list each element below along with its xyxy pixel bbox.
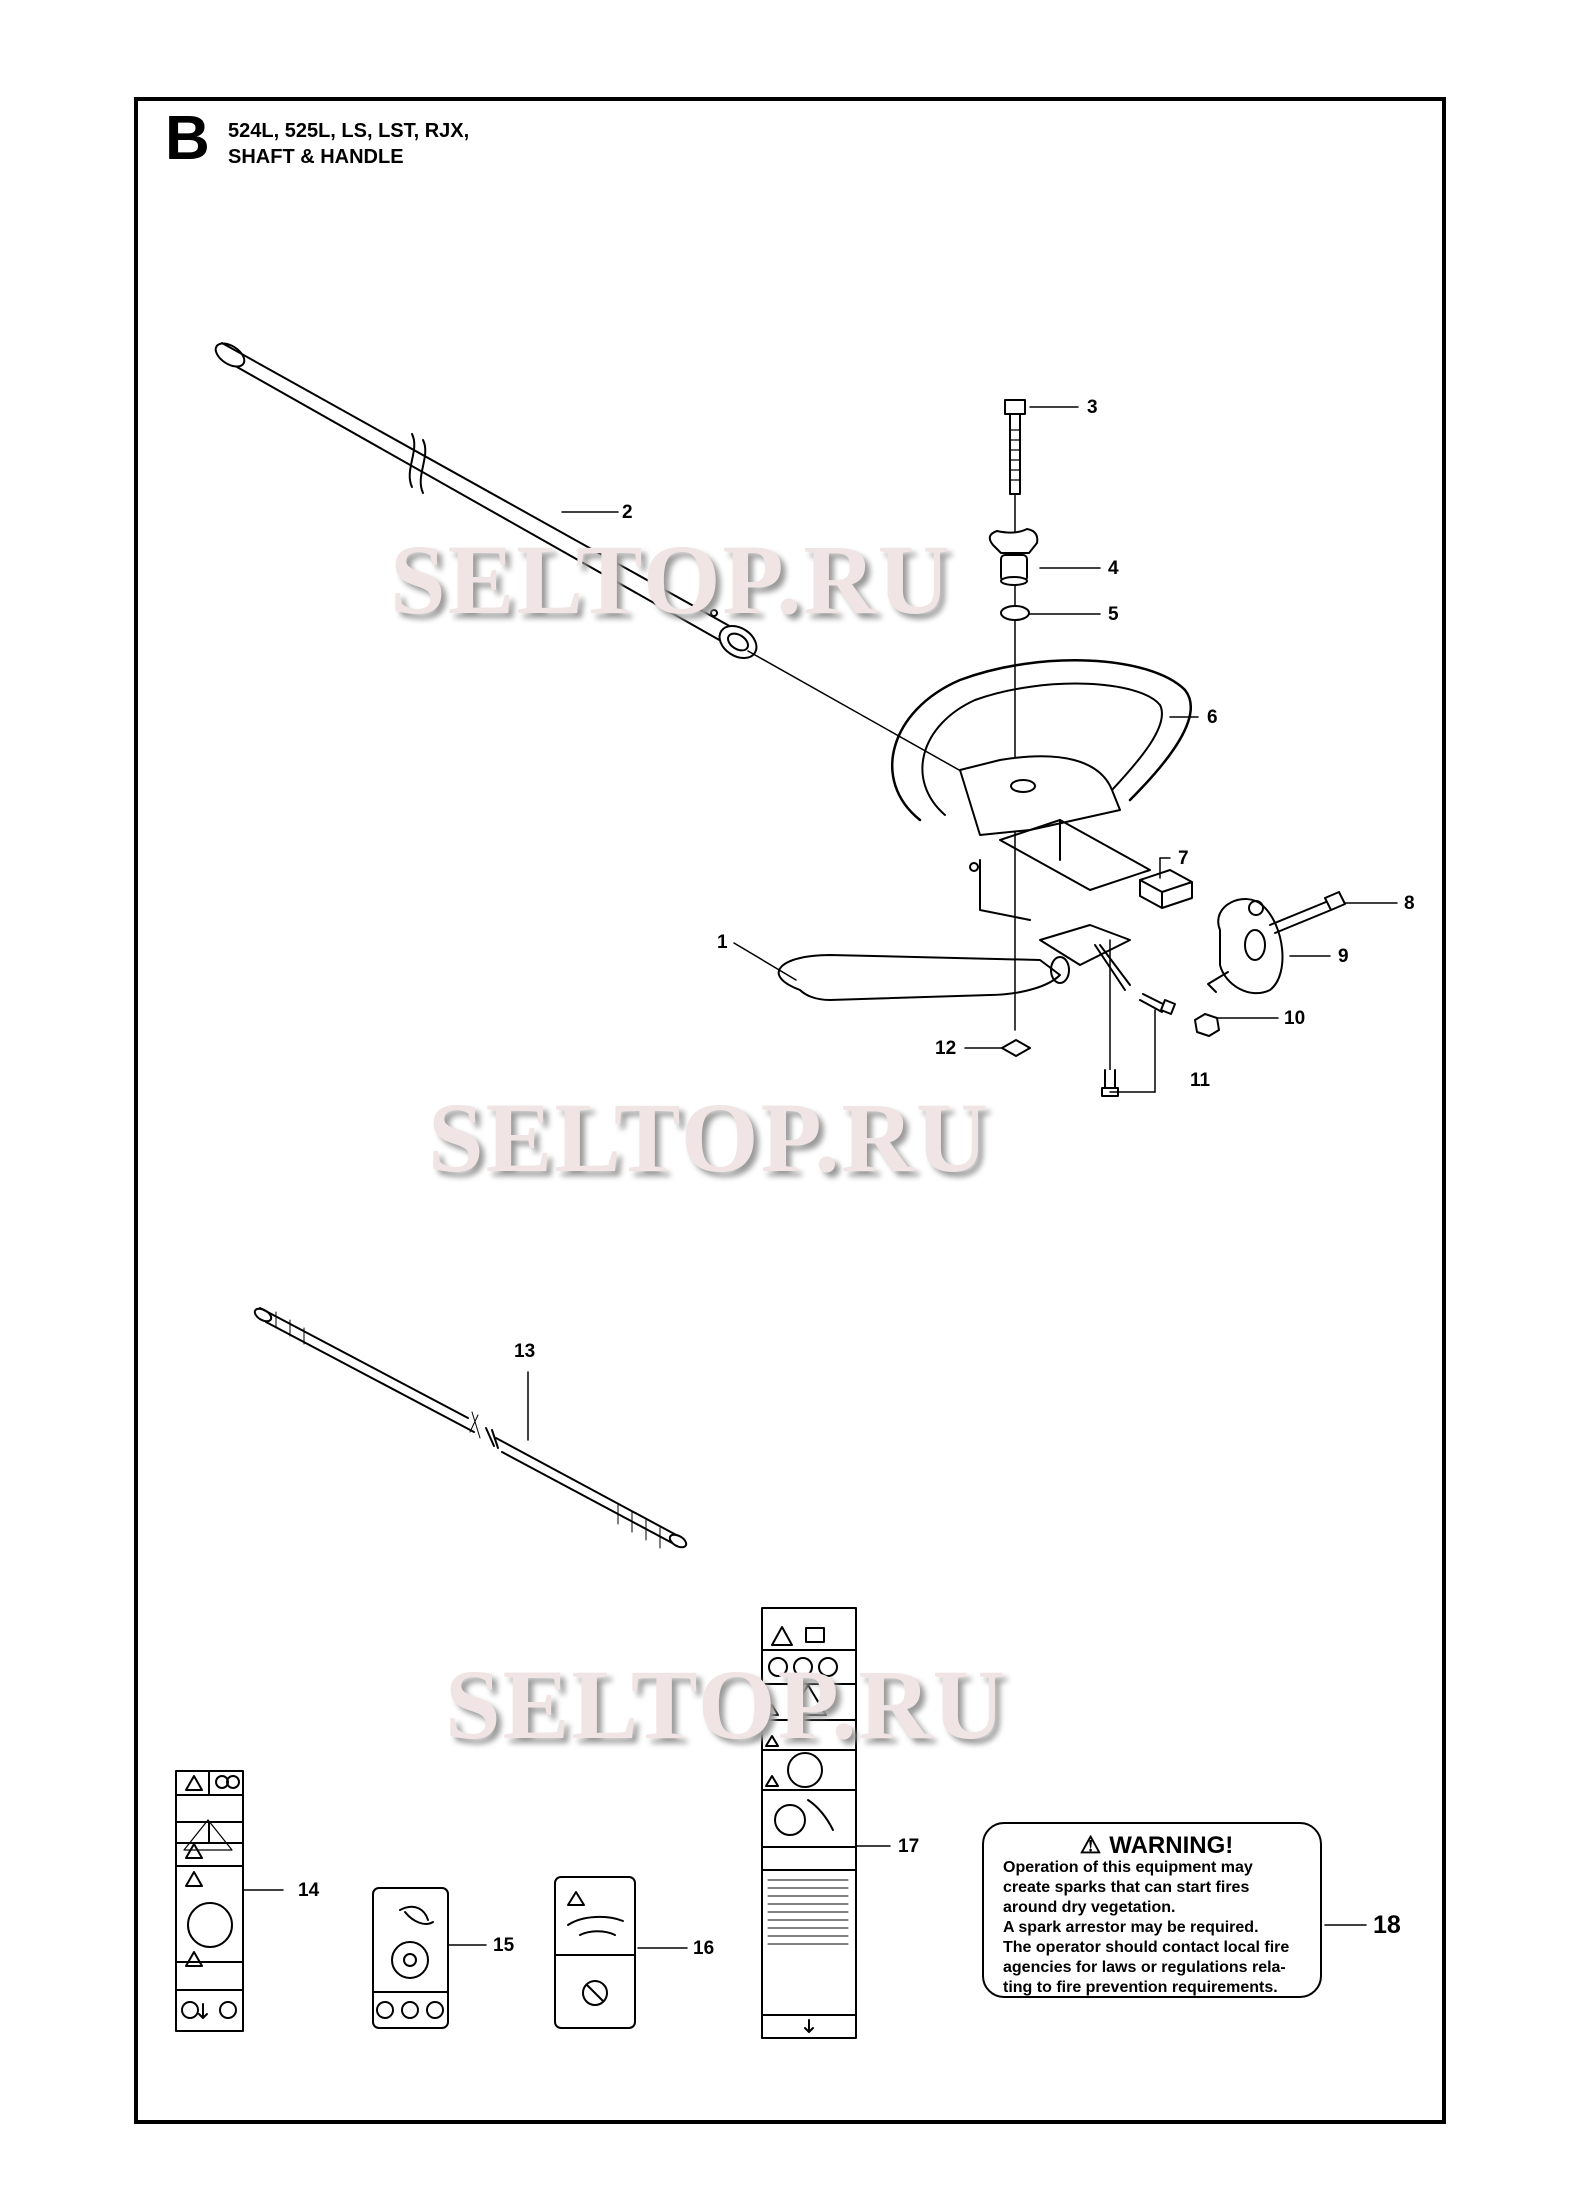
- part-10-nut: [1194, 1013, 1220, 1037]
- part-11-screws: [1101, 939, 1176, 1097]
- warning-text: Operation of this equipment may create s…: [1003, 1858, 1310, 1998]
- callout-4: 4: [1108, 558, 1119, 579]
- warning-line: The operator should contact local fire: [1003, 1939, 1290, 1957]
- warning-heading: ⚠ WARNING!: [1003, 1833, 1310, 1858]
- callout-8: 8: [1404, 893, 1415, 914]
- model-list: 524L, 525L, LS, LST, RJX,: [228, 120, 470, 142]
- callout-2: 2: [622, 502, 633, 523]
- section-letter: B: [165, 104, 210, 173]
- callout-14: 14: [298, 1880, 320, 1901]
- callout-17: 17: [898, 1836, 920, 1857]
- callout-15: 15: [493, 1935, 515, 1956]
- callout-10: 10: [1284, 1008, 1306, 1029]
- callout-3: 3: [1087, 397, 1098, 418]
- warning-line: create sparks that can start fires: [1003, 1879, 1250, 1897]
- callout-12: 12: [935, 1038, 957, 1059]
- part-6-loop-handle: [891, 659, 1192, 921]
- part-5-washer: [1000, 605, 1030, 621]
- callout-18: 18: [1373, 1911, 1401, 1939]
- warning-line: Operation of this equipment may: [1003, 1859, 1253, 1877]
- warning-line: around dry vegetation.: [1003, 1899, 1176, 1917]
- warning-line: A spark arrestor may be required.: [1003, 1919, 1259, 1937]
- part-12-square-nut: [1001, 1039, 1031, 1057]
- decal-15: [372, 1887, 449, 2029]
- callout-6: 6: [1207, 707, 1218, 728]
- warning-title: WARNING!: [1109, 1832, 1234, 1859]
- callout-1: 1: [717, 932, 728, 953]
- part-7-clamp-insert: [1139, 869, 1193, 909]
- watermark: SELTOP.RU: [390, 524, 952, 635]
- callout-7: 7: [1178, 848, 1189, 869]
- watermark: SELTOP.RU: [445, 1649, 1007, 1760]
- part-1-barrier: [777, 924, 1131, 1001]
- callout-16: 16: [693, 1938, 715, 1959]
- leader-lines: [242, 406, 1398, 1949]
- part-3-bolt: [1004, 399, 1026, 1031]
- part-8-screw: [1269, 891, 1346, 934]
- part-2-tube: [214, 342, 758, 660]
- callout-5: 5: [1108, 604, 1119, 625]
- callout-9: 9: [1338, 946, 1349, 967]
- diagram-frame: [134, 97, 1446, 2124]
- warning-line: agencies for laws or regulations rela-: [1003, 1959, 1286, 1977]
- callout-13: 13: [514, 1341, 536, 1362]
- warning-line: ting to fire prevention requirements.: [1003, 1979, 1278, 1997]
- page-title: SHAFT & HANDLE: [228, 146, 404, 168]
- watermark: SELTOP.RU: [428, 1082, 990, 1193]
- decal-14: [175, 1770, 244, 2032]
- part-4-knob: [988, 528, 1039, 586]
- part-9-clamp: [1207, 898, 1284, 995]
- callout-11: 11: [1190, 1070, 1211, 1091]
- warning-label: ⚠ WARNING! Operation of this equipment ma…: [982, 1822, 1322, 1998]
- part-13-drive-shaft: [253, 1307, 688, 1549]
- decal-16: [554, 1876, 636, 2029]
- decal-17: [761, 1607, 857, 2039]
- warning-triangle-icon: ⚠: [1079, 1832, 1102, 1859]
